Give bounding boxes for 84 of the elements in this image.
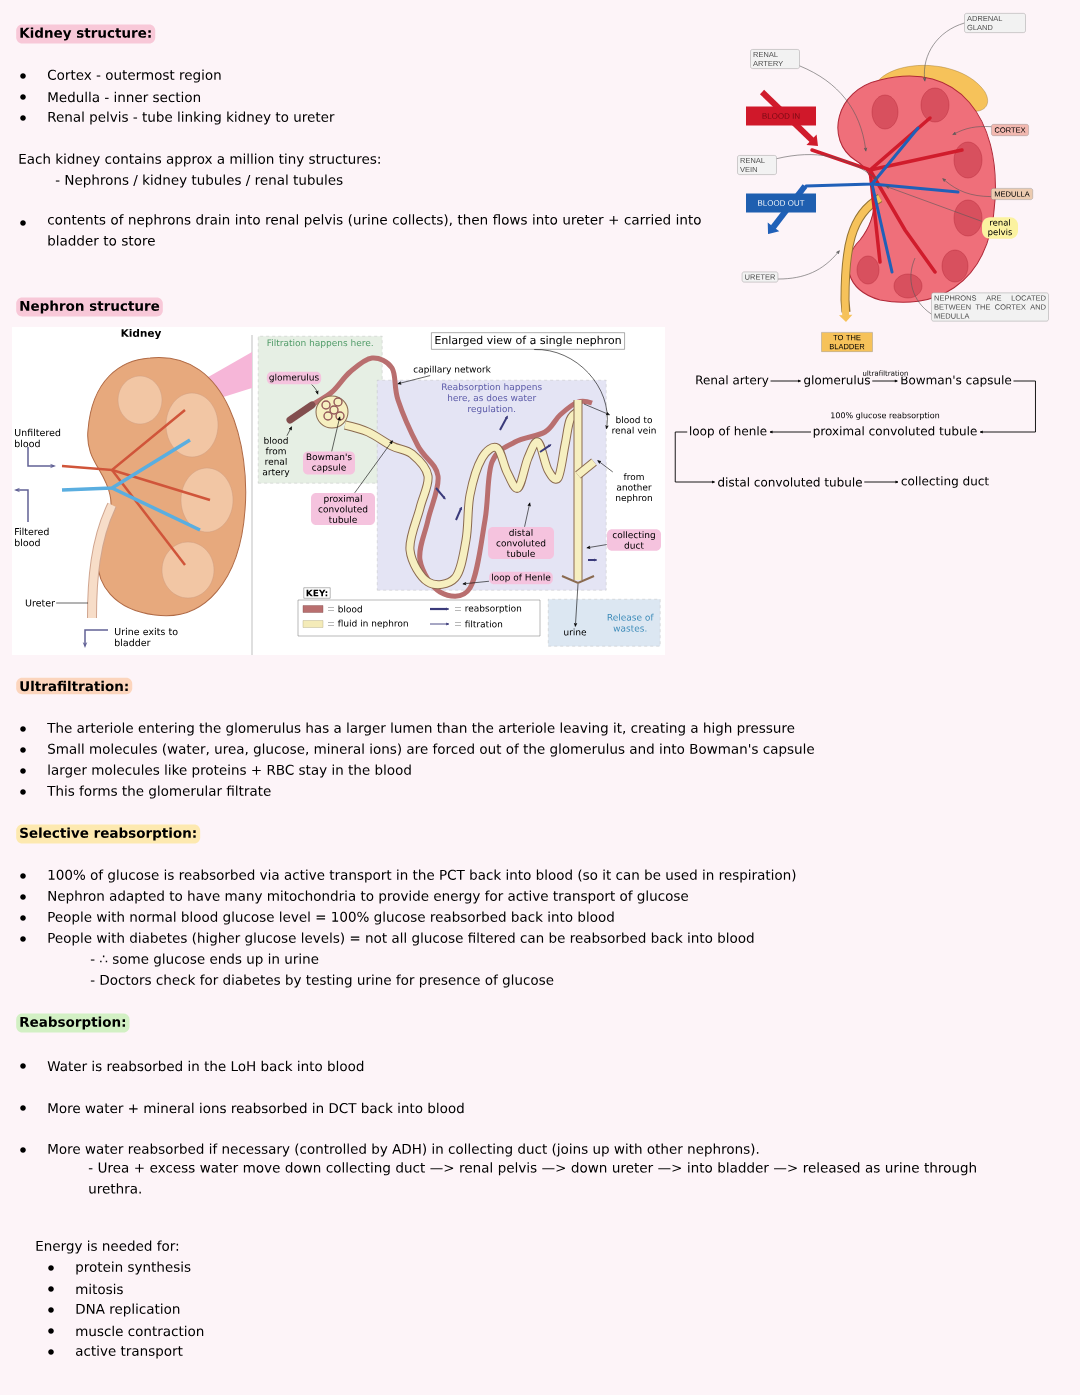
- arrow: [770, 379, 801, 383]
- annotation-text: from another nephron: [616, 473, 652, 503]
- arrow: [674, 431, 715, 484]
- handwritten-label: renal pelvis: [982, 217, 1018, 239]
- legend-text: filtration: [464, 620, 503, 628]
- key-title: KEY:: [303, 587, 331, 599]
- legend-text: reabsorption: [465, 604, 522, 614]
- bullet-text: contents of nephrons drain into renal pelvis (urine collects), then flows into ureter + carried into bladder to store: [47, 214, 701, 246]
- section-heading: Reabsorption:: [16, 1013, 130, 1033]
- label-pill: distal convoluted tubule: [488, 527, 554, 559]
- body-text: Energy is needed for:: [36, 1240, 179, 1254]
- step-text: Renal artery: [696, 375, 769, 387]
- step-text: proximal convoluted tubule: [813, 426, 977, 438]
- leader-line: [533, 349, 609, 430]
- leader-line: [799, 65, 867, 152]
- legend-text: blood: [338, 605, 362, 613]
- bullet-text: 100% of glucose is reabsorbed via active transport in the PCT back into blood (so it can be used in respiration): [48, 869, 796, 883]
- body-text: Each kidney contains approx a million tiny structures:: [19, 153, 380, 167]
- body-text: - Urea + excess water move down collecting duct —> renal pelvis —> down ureter —> into bladder —> released as urine through urethra.: [88, 1162, 976, 1194]
- label-pill: collecting duct: [607, 529, 661, 551]
- leader-line: [942, 178, 992, 197]
- label-pill: Bowman's capsule: [303, 451, 355, 475]
- leader-line: [574, 583, 579, 627]
- leader-line: [55, 602, 89, 604]
- section-heading: Kidney structure:: [16, 24, 156, 44]
- bullet-text: More water reabsorbed if necessary (controlled by ADH) in collecting duct (joins up with other nephrons).: [48, 1143, 759, 1157]
- bullet-text: Water is reabsorbed in the LoH back into blood: [47, 1060, 364, 1072]
- arrow: [769, 430, 812, 434]
- bullet-text: protein synthesis: [76, 1261, 191, 1275]
- body-text: - ∴ some glucose ends up in urine: [90, 953, 319, 967]
- leader-line: [910, 257, 932, 315]
- legend-text: fluid in nephron: [337, 619, 408, 629]
- step-text: Bowman's capsule: [901, 375, 1012, 387]
- leader-line: [583, 403, 610, 416]
- leader-line: [776, 154, 878, 180]
- body-text: - Nephrons / kidney tubules / renal tubules: [55, 174, 343, 188]
- bullet-text: Medulla - inner section: [48, 91, 200, 103]
- leader-line: [286, 426, 292, 436]
- leader-line: [952, 126, 992, 135]
- bullet-text: The arteriole entering the glomerulus has a larger lumen than the arteriole leaving it, creating a high pressure: [47, 722, 795, 736]
- annotation-text: Unfiltered blood: [15, 428, 61, 448]
- body-text: - Doctors check for diabetes by testing urine for presence of glucose: [90, 974, 554, 988]
- section-heading: Selective reabsorption:: [16, 824, 201, 844]
- leader-line: [524, 502, 531, 528]
- leader-line: [354, 440, 393, 494]
- bullet-text: Small molecules (water, urea, glucose, mineral ions) are forced out of the glomerulus and into Bowman's capsule: [48, 743, 814, 757]
- arrow: [979, 380, 1036, 434]
- arrow: [863, 480, 899, 484]
- step-text: distal convoluted tubule: [718, 477, 862, 487]
- leader-line: [331, 416, 341, 452]
- leader-line: [311, 384, 319, 395]
- annotation-text: urine: [564, 628, 587, 636]
- annotation-text: Urine exits to bladder: [115, 627, 178, 647]
- section-heading: Nephron structure: [16, 297, 163, 317]
- title-box: Enlarged view of a single nephron: [431, 332, 625, 350]
- leader-line: [597, 460, 614, 473]
- annotation-text: Filtered blood: [15, 527, 49, 547]
- leader-line: [885, 185, 983, 222]
- annotation-text: Ureter: [25, 599, 55, 607]
- bullet-text: People with diabetes (higher glucose levels) = not all glucose filtered can be reabsorbed back into blood: [48, 932, 754, 946]
- bullet-text: Nephron adapted to have many mitochondria to provide energy for active transport of glucose: [48, 890, 688, 904]
- step-text: loop of henle: [690, 426, 767, 438]
- step-text: glomerulus: [804, 375, 870, 387]
- annotation-text: 100% glucose reabsorption: [831, 412, 940, 420]
- leader-line: [462, 580, 490, 586]
- bullet-text: Renal pelvis - tube linking kidney to ureter: [48, 111, 335, 125]
- bullet-text: DNA replication: [76, 1303, 180, 1317]
- arrow: [871, 379, 898, 383]
- bullet-text: This forms the glomerular filtrate: [47, 785, 271, 799]
- leader-line: [586, 544, 608, 549]
- annotation-text: blood from renal artery: [262, 436, 290, 478]
- leader-line: [397, 375, 431, 385]
- bullet-text: mitosis: [76, 1283, 123, 1295]
- leader-line: [923, 22, 965, 82]
- bullet-text: People with normal blood glucose level = 100% glucose reabsorbed back into blood: [48, 911, 614, 925]
- annotation-text: blood to renal vein: [612, 416, 656, 434]
- bullet-text: Cortex - outermost region: [47, 69, 221, 83]
- bullet-text: larger molecules like proteins + RBC stay in the blood: [48, 764, 411, 778]
- step-text: collecting duct: [901, 476, 989, 488]
- bullet-text: active transport: [76, 1345, 183, 1359]
- bullet-text: More water + mineral ions reabsorbed in DCT back into blood: [48, 1102, 464, 1114]
- bullet-text: muscle contraction: [76, 1325, 204, 1337]
- figure-title: Kidney: [121, 328, 162, 340]
- leader-line: [777, 250, 840, 280]
